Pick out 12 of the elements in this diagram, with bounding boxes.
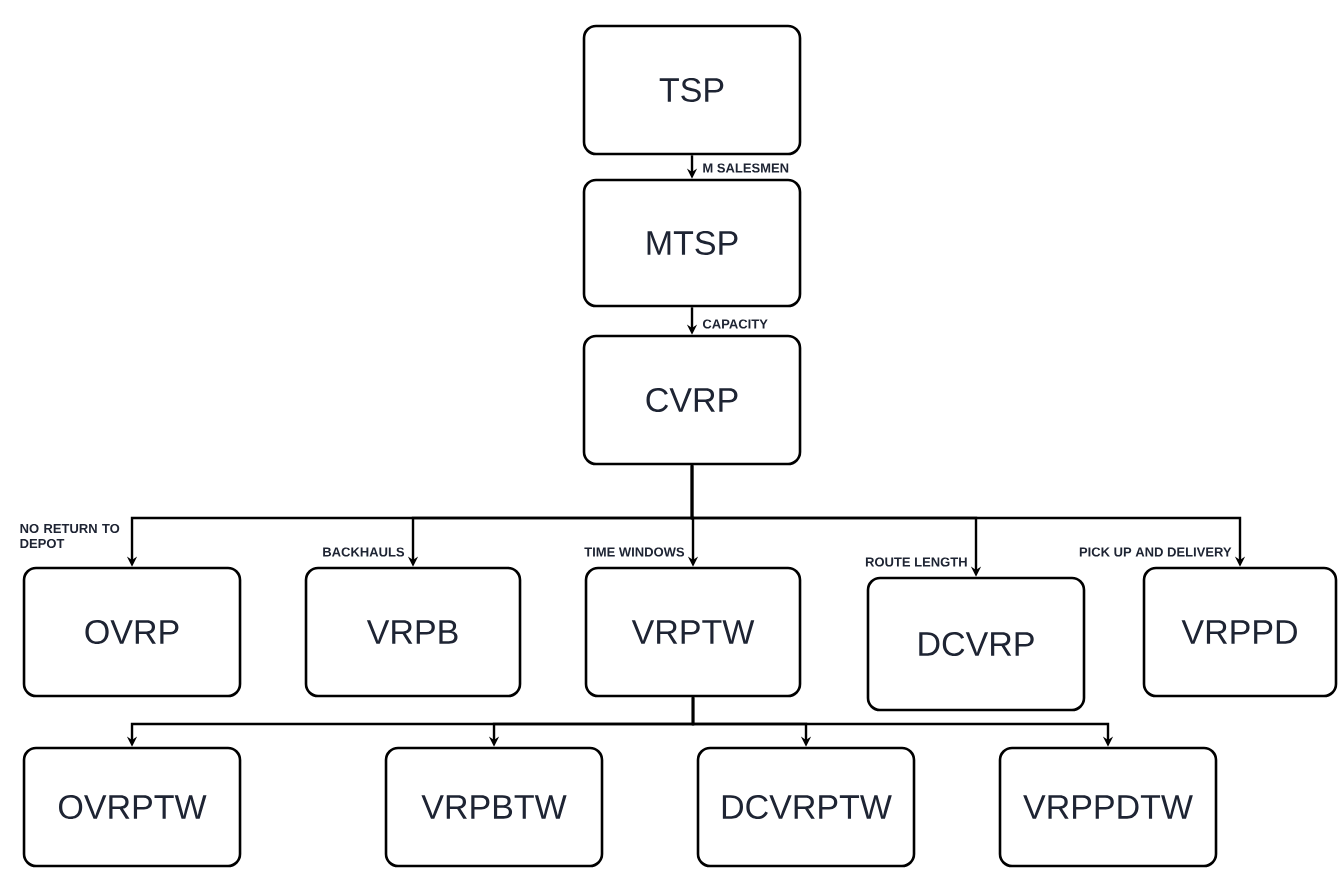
- process-box: OVRP: [22, 566, 242, 698]
- process-box: VRPBTW: [384, 746, 604, 868]
- process-box: DCVRPTW: [696, 746, 916, 868]
- process-box: DCVRP: [866, 576, 1086, 712]
- process-box: OVRPTW: [22, 746, 242, 868]
- process-box: VRPTW: [584, 566, 802, 698]
- process-box: CVRP: [582, 334, 802, 466]
- process-box: MTSP: [582, 178, 802, 308]
- process-box: VRPPD: [1142, 566, 1338, 698]
- process-box: VRPB: [304, 566, 522, 698]
- process-box: TSP: [582, 24, 802, 156]
- process-box: VRPPDTW: [998, 746, 1218, 868]
